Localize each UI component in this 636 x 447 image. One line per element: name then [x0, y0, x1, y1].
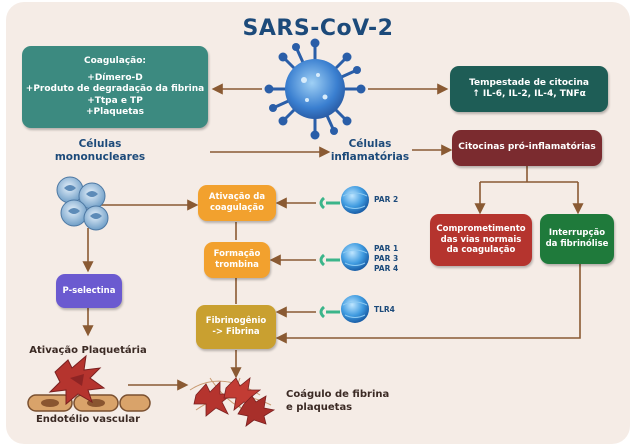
activated-platelet-icon	[48, 354, 106, 406]
arrow-fibrinolysis-to-fibrinogen	[275, 264, 581, 344]
coagulation-line: +Dímero-D	[87, 73, 143, 84]
pselectin-box: P-selectina	[56, 274, 122, 308]
fibrinogen-box: Fibrinogênio -> Fibrina	[196, 305, 276, 349]
endothelium-label: Endotélio vascular	[35, 414, 141, 425]
coagulation-line: +Plaquetas	[86, 106, 144, 117]
coagulation-compromise-box: Comprometimento das vias normais da coag…	[430, 214, 532, 266]
diagram-title: SARS-CoV-2	[242, 16, 394, 41]
virus-icon	[264, 38, 366, 140]
tlr4-label: TLR4	[374, 305, 395, 314]
cytokine-storm-title: Tempestade de citocina	[469, 77, 589, 88]
inflammatory-cells-label: Células inflamatórias	[330, 138, 410, 163]
endothelium-icon	[27, 394, 151, 412]
mononuclear-cells-label: Células mononucleares	[54, 138, 146, 163]
fibrinolysis-interruption-box: Interrupção da fibrinólise	[540, 214, 614, 264]
mononuclear-cells-icon	[56, 176, 109, 231]
par134-label: PAR 1 PAR 3 PAR 4	[374, 244, 399, 273]
coagulation-line: +Ttpa e TP	[87, 95, 143, 106]
cytokine-storm-detail: ↑ IL-6, IL-2, IL-4, TNFα	[472, 89, 586, 99]
coagulation-heading: Coagulação:	[83, 55, 147, 66]
coagulation-activation-box: Ativação da coagulação	[198, 185, 276, 221]
par134-receptor-icon	[319, 243, 369, 271]
fibrin-clot-icon	[189, 377, 276, 427]
par2-receptor-icon	[319, 186, 369, 214]
cytokine-storm-box: Tempestade de citocina ↑ IL-6, IL-2, IL-…	[450, 66, 608, 112]
proinflammatory-cytokines-box: Citocinas pró-inflamatórias	[452, 130, 602, 166]
platelet-activation-label: Ativação Plaquetária	[29, 345, 147, 356]
tlr4-receptor-icon	[319, 295, 369, 323]
coagulation-box: Coagulação: +Dímero-D +Produto de degrad…	[22, 46, 208, 128]
clot-label: Coágulo de fibrina e plaquetas	[286, 389, 390, 413]
coagulation-line: +Produto de degradação da fibrina	[25, 84, 205, 95]
par2-label: PAR 2	[374, 195, 399, 204]
thrombin-formation-box: Formação trombina	[204, 242, 270, 278]
